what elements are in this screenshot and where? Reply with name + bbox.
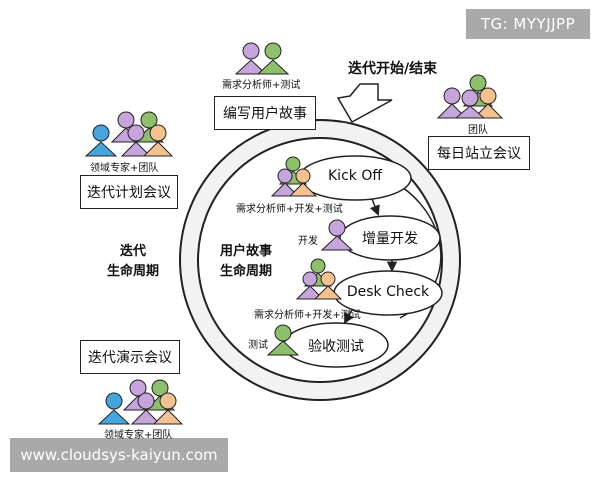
role-label-kickoff: 需求分析师+开发+测试 (236, 204, 343, 215)
develop-ellipse (339, 215, 441, 261)
role-label-left-top: 领域专家+团队 (90, 163, 159, 174)
people-group-acceptance (266, 324, 300, 356)
acceptance-label: 验收测试 (308, 339, 364, 355)
kickoff-label: Kick Off (328, 168, 382, 184)
iteration-cycle-label-line2: 生命周期 (106, 264, 159, 279)
people-group-bottom-left (97, 379, 184, 425)
role-label-acceptance: 测试 (248, 340, 268, 351)
iteration-cycle-label-line1: 迭代 (119, 244, 146, 259)
people-group-right (436, 74, 504, 119)
deskcheck-label: Desk Check (346, 284, 430, 300)
start-end-label: 迭代开始/结束 (348, 61, 438, 77)
daily-standup-box: 每日站立会议 (428, 136, 530, 170)
people-group-develop (320, 219, 354, 251)
story-cycle-label: 用户故事 生命周期 (210, 242, 282, 282)
watermark-top-right: TG: MYYJJPP (466, 9, 590, 39)
iteration-cycle-label: 迭代 生命周期 (98, 242, 168, 282)
develop-label: 增量开发 (362, 231, 418, 247)
role-label-top: 需求分析师+测试 (222, 80, 301, 91)
role-label-bottom-left: 领域专家+团队 (104, 430, 173, 441)
start-end-arrow (336, 83, 393, 124)
iteration-demo-box: 迭代演示会议 (80, 340, 180, 374)
people-group-top (234, 42, 290, 75)
role-label-right: 团队 (468, 125, 488, 136)
role-label-deskcheck: 需求分析师+开发+测试 (254, 310, 361, 321)
people-group-kickoff (270, 156, 318, 197)
story-writing-box: 编写用户故事 (214, 96, 316, 130)
watermark-bottom-left: www.cloudsys-kaiyun.com (10, 438, 228, 472)
role-label-develop: 开发 (298, 236, 318, 247)
story-cycle-label-line1: 用户故事 (219, 244, 272, 259)
people-group-deskcheck (295, 258, 343, 300)
iteration-planning-box: 迭代计划会议 (80, 175, 178, 209)
people-group-left-top (84, 111, 174, 157)
deskcheck-to-acceptance-arrow (343, 309, 354, 324)
story-cycle-label-line2: 生命周期 (219, 264, 272, 279)
kickoff-to-develop-arrow (370, 198, 380, 216)
